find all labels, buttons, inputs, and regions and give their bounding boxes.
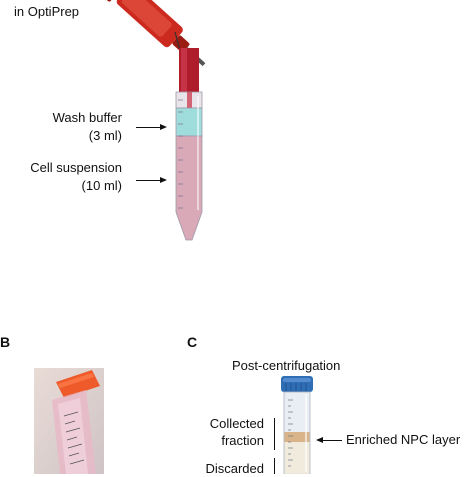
wash-buffer-volume: (3 ml) (88, 128, 122, 143)
tube-c-icon (281, 376, 313, 474)
wash-buffer-label: Wash buffer (52, 110, 122, 125)
cell-suspension-label: Cell suspension (30, 160, 122, 175)
wash-buffer-arrowhead (160, 124, 167, 130)
orange-cap-icon (56, 370, 100, 398)
collected-label: Collected (209, 416, 264, 431)
enriched-npc-label: Enriched NPC layer (346, 432, 461, 447)
cell-suspension-arrow (136, 180, 162, 181)
collected-bracket (274, 418, 275, 450)
fraction-label: fraction (221, 433, 264, 448)
wash-buffer-arrow (136, 127, 162, 128)
panel-c-letter: C (187, 334, 198, 350)
discarded-bracket (274, 458, 275, 474)
cell-suspension-volume: (10 ml) (81, 178, 122, 193)
enriched-arrowhead (316, 437, 323, 443)
enriched-arrow (322, 440, 342, 441)
panel-b-letter: B (0, 334, 11, 350)
tube-a-icon (175, 48, 203, 241)
panel-b-photo (34, 368, 104, 474)
discarded-label: Discarded (205, 461, 264, 476)
post-centrifugation-title: Post-centrifugation (232, 358, 341, 373)
cell-suspension-arrowhead (160, 177, 167, 183)
syringe-label: in OptiPrep (14, 4, 80, 19)
